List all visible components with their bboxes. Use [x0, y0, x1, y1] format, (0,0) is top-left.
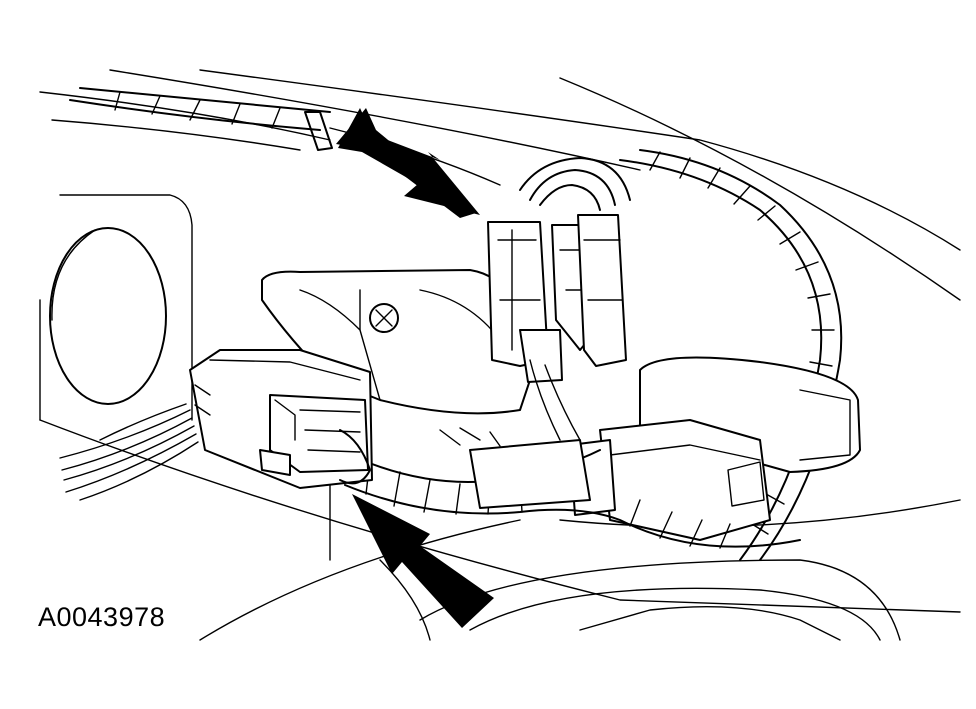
module-housing	[569, 356, 861, 541]
figure-id-label: A0043978	[38, 602, 166, 632]
lower-wire-harness	[339, 427, 801, 549]
left-wire-bundle	[59, 403, 199, 501]
lower-connector	[189, 349, 373, 489]
lower-arrow	[352, 494, 494, 628]
round-grommet	[49, 227, 167, 405]
right-wire-harness	[619, 149, 843, 561]
upper-wire-loom	[69, 87, 501, 186]
upper-arrow	[336, 108, 480, 218]
upper-connector	[487, 157, 631, 441]
